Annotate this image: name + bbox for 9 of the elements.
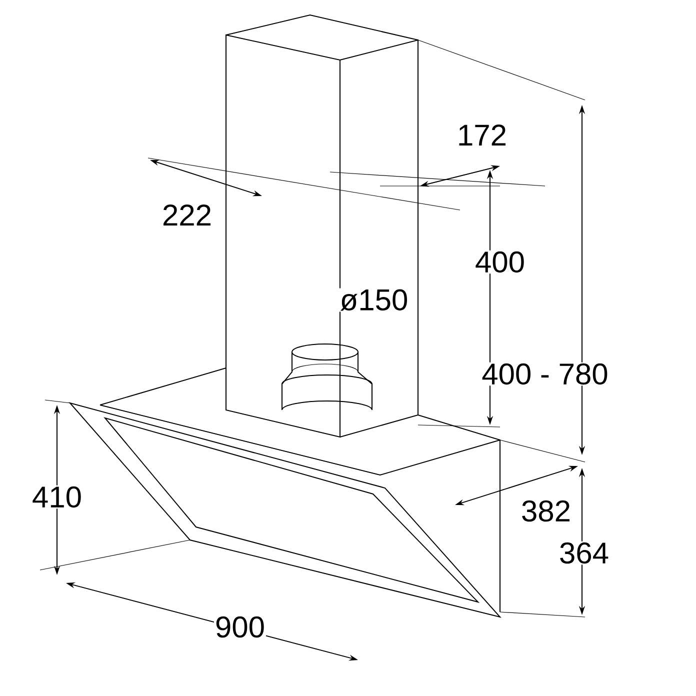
dimension-label: ø150 — [338, 288, 410, 312]
dimension-label: 900 — [214, 615, 266, 639]
dimension-label: 364 — [558, 541, 610, 565]
dimension-label: 400 - 780 — [480, 362, 610, 386]
dimension-label: 222 — [160, 204, 214, 226]
dimension-label: 172 — [456, 124, 508, 146]
dimension-label: 400 — [474, 250, 526, 274]
dimension-label: 382 — [520, 499, 572, 523]
dimension-label: 410 — [30, 485, 84, 509]
